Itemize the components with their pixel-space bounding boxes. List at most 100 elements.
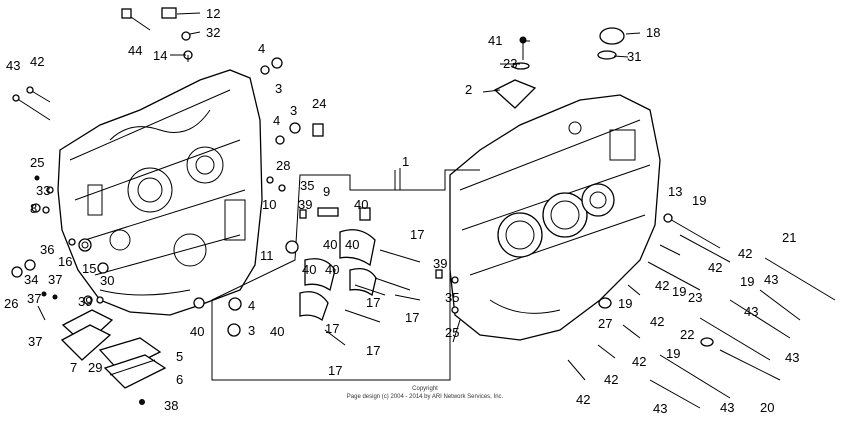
- bearing-group-bracket: [211, 169, 480, 381]
- callout-label: 9: [323, 184, 330, 199]
- callout-label: 33: [36, 183, 50, 198]
- callout-label: 4: [258, 41, 265, 56]
- callout-label: 42: [604, 372, 618, 387]
- small-hardware-left: [11, 175, 145, 405]
- callout-label: 35: [300, 178, 314, 193]
- callout-label: 7: [70, 360, 77, 375]
- callout-label: 14: [153, 48, 167, 63]
- callout-label: 43: [720, 400, 734, 415]
- callout-label: 43: [653, 401, 667, 416]
- callout-label: 40: [354, 197, 368, 212]
- callout-label: 42: [632, 354, 646, 369]
- left-crankcase-half: [57, 69, 263, 316]
- bearing-shells: [285, 207, 377, 322]
- callout-label: 4: [248, 298, 255, 313]
- callout-label: 38: [164, 398, 178, 413]
- callout-label: 42: [655, 278, 669, 293]
- callout-label: 24: [312, 96, 326, 111]
- callout-label: 28: [276, 158, 290, 173]
- callout-label: 3: [248, 323, 255, 338]
- callout-label: 26: [4, 296, 18, 311]
- callout-label: 44: [128, 43, 142, 58]
- callout-label: 10: [262, 197, 276, 212]
- leader-lines: [170, 12, 641, 190]
- callout-label: 15: [82, 261, 96, 276]
- copyright-line-1: Copyright: [412, 386, 438, 392]
- callout-label: 8: [30, 201, 37, 216]
- callout-label: 37: [27, 291, 41, 306]
- callout-label: 17: [366, 295, 380, 310]
- callout-label: 32: [206, 25, 220, 40]
- callout-label: 42: [738, 246, 752, 261]
- callout-label: 3: [290, 103, 297, 118]
- callout-label: 21: [782, 230, 796, 245]
- callout-label: 39: [298, 197, 312, 212]
- callout-label: 2: [465, 82, 472, 97]
- callout-label: 42: [576, 392, 590, 407]
- callout-label: 4: [273, 113, 280, 128]
- callout-label: 19: [672, 284, 686, 299]
- callout-label: 36: [40, 242, 54, 257]
- callout-label: 16: [58, 254, 72, 269]
- callout-label: 6: [176, 372, 183, 387]
- callout-label: 18: [646, 25, 660, 40]
- callout-label: 17: [405, 310, 419, 325]
- right-crankcase-half: [449, 94, 661, 341]
- callout-label: 42: [708, 260, 722, 275]
- callout-label: 40: [325, 262, 339, 277]
- oil-filler-cap: [597, 27, 625, 60]
- callout-label: 1: [402, 154, 409, 169]
- callout-label: 11: [260, 248, 274, 263]
- callout-label: 5: [176, 349, 183, 364]
- callout-labels: 1 2 3 3 3 4 4 4 5 6 7 8 9 10 11 12 13 14…: [4, 6, 799, 416]
- callout-label: 40: [190, 324, 204, 339]
- through-studs: [324, 249, 421, 346]
- callout-label: 41: [488, 33, 502, 48]
- callout-label: 43: [764, 272, 778, 287]
- callout-label: 43: [744, 304, 758, 319]
- callout-label: 17: [366, 343, 380, 358]
- callout-label: 17: [410, 227, 424, 242]
- callout-label: 34: [24, 272, 38, 287]
- right-side-bolts: [567, 213, 836, 409]
- callout-label: 40: [302, 262, 316, 277]
- copyright-notice: Copyright Page design (c) 2004 - 2014 by…: [347, 386, 504, 400]
- callout-label: 17: [328, 363, 342, 378]
- callout-label: 43: [785, 350, 799, 365]
- copyright-line-2: Page design (c) 2004 - 2014 by ARI Netwo…: [347, 394, 504, 400]
- callout-label: 37: [48, 272, 62, 287]
- callout-label: 35: [445, 290, 459, 305]
- callout-label: 40: [270, 324, 284, 339]
- callout-label: 42: [30, 54, 44, 69]
- callout-label: 19: [666, 346, 680, 361]
- callout-label: 13: [668, 184, 682, 199]
- callout-label: 40: [345, 237, 359, 252]
- oil-strainer-assembly: [60, 309, 167, 389]
- top-left-bolts: [12, 86, 51, 121]
- callout-label: 30: [100, 273, 114, 288]
- callout-label: 19: [618, 296, 632, 311]
- top-center-hardware: [121, 7, 193, 62]
- right-case-side-hardware: [435, 269, 461, 343]
- callout-label: 25: [30, 155, 44, 170]
- callout-label: 40: [323, 237, 337, 252]
- callout-label: 25: [445, 325, 459, 340]
- callout-label: 17: [325, 321, 339, 336]
- callout-label: 37: [28, 334, 42, 349]
- callout-label: 23: [688, 290, 702, 305]
- callout-label: 19: [692, 193, 706, 208]
- callout-label: 42: [650, 314, 664, 329]
- case-top-hardware: [193, 57, 324, 337]
- callout-label: 23: [503, 56, 517, 71]
- callout-label: 39: [433, 256, 447, 271]
- callout-label: 27: [598, 316, 612, 331]
- callout-label: 22: [680, 327, 694, 342]
- callout-label: 39: [78, 294, 92, 309]
- callout-label: 20: [760, 400, 774, 415]
- callout-label: 3: [275, 81, 282, 96]
- callout-label: 43: [6, 58, 20, 73]
- callout-label: 29: [88, 360, 102, 375]
- callout-label: 12: [206, 6, 220, 21]
